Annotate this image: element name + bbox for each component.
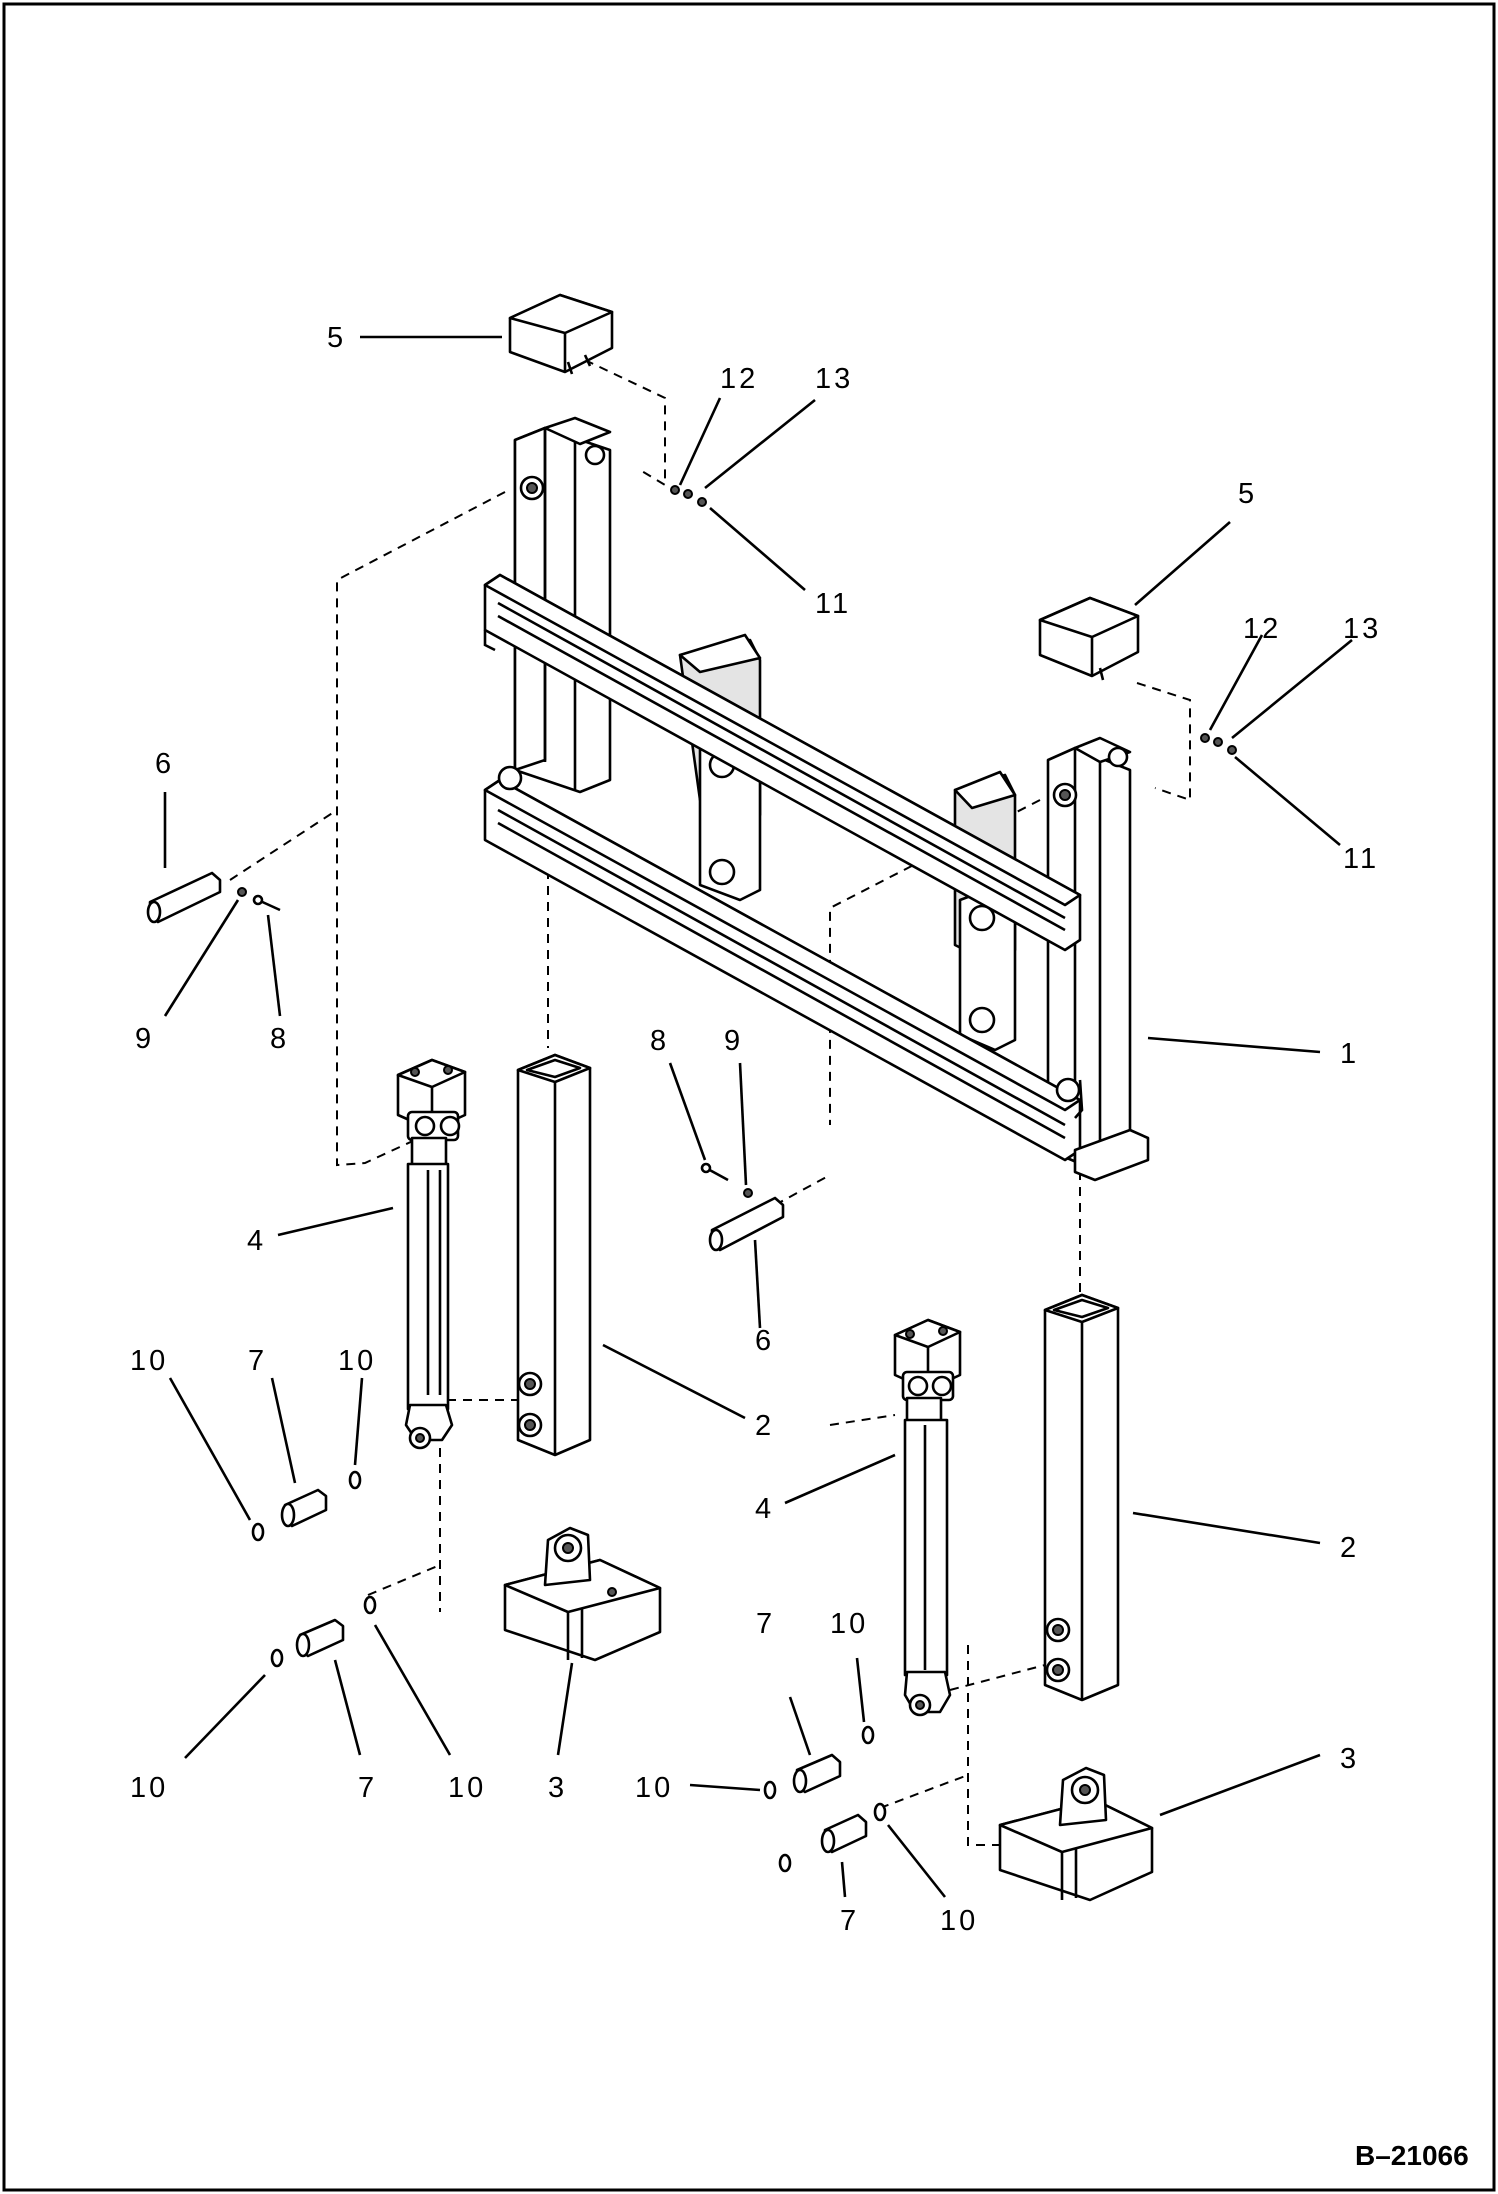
callout-7: 7 xyxy=(840,1905,859,1937)
washers-part-10 xyxy=(251,1470,887,1873)
foot-part-3-left xyxy=(503,1526,662,1662)
callout-leader-lines xyxy=(163,335,1353,1898)
figure-code: B–21066 xyxy=(1355,2140,1469,2171)
callout-13: 13 xyxy=(1343,613,1381,645)
callout-10: 10 xyxy=(940,1905,978,1937)
pin-part-6-center xyxy=(708,1196,785,1252)
callout-10: 10 xyxy=(130,1345,168,1377)
pin-part-6-left xyxy=(146,871,222,924)
callout-2: 2 xyxy=(1340,1532,1359,1564)
callout-3: 3 xyxy=(548,1772,567,1804)
callout-10: 10 xyxy=(830,1608,868,1640)
cap-part-5-left xyxy=(508,293,614,375)
callout-7: 7 xyxy=(358,1772,377,1804)
callout-3: 3 xyxy=(1340,1743,1359,1775)
callout-8: 8 xyxy=(650,1025,669,1057)
callout-4: 4 xyxy=(755,1493,774,1525)
callout-10: 10 xyxy=(448,1772,486,1804)
callout-12: 12 xyxy=(720,363,758,395)
tube-part-2-right xyxy=(1043,1293,1120,1702)
hardware-11-12-13-right xyxy=(1200,733,1237,755)
callout-5: 5 xyxy=(1238,478,1257,510)
hardware-11-12-13-left xyxy=(670,485,707,507)
callout-7: 7 xyxy=(248,1345,267,1377)
callout-9: 9 xyxy=(135,1023,154,1055)
key-part-8-center xyxy=(700,1162,729,1182)
callout-6: 6 xyxy=(755,1325,774,1357)
callout-12: 12 xyxy=(1243,613,1281,645)
callout-6: 6 xyxy=(155,748,174,780)
callout-labels: 5 12 13 11 5 12 13 11 6 9 8 1 8 9 4 6 10… xyxy=(130,322,1381,1937)
tube-part-2-left xyxy=(516,1053,592,1457)
callout-10: 10 xyxy=(635,1772,673,1804)
callout-10: 10 xyxy=(338,1345,376,1377)
cylinder-part-4-right xyxy=(893,1318,962,1717)
cap-part-5-right xyxy=(1038,596,1140,681)
cylinder-part-4-left xyxy=(396,1058,467,1450)
callout-9: 9 xyxy=(724,1025,743,1057)
callout-11: 11 xyxy=(1343,843,1379,875)
callout-2: 2 xyxy=(755,1410,774,1442)
foot-part-3-right xyxy=(998,1766,1154,1902)
pin-part-7-lower-right xyxy=(820,1813,868,1854)
washer-part-9-left xyxy=(237,887,247,897)
callout-10: 10 xyxy=(130,1772,168,1804)
callout-7: 7 xyxy=(756,1608,775,1640)
pin-part-7-lower-left xyxy=(295,1618,345,1658)
key-part-8-left xyxy=(252,894,281,912)
callout-11: 11 xyxy=(815,588,851,620)
callout-1: 1 xyxy=(1340,1038,1359,1070)
main-frame-part-1 xyxy=(483,416,1150,1182)
pin-part-7-upper-right xyxy=(792,1753,842,1794)
washer-part-9-center xyxy=(743,1188,753,1198)
callout-4: 4 xyxy=(247,1225,266,1257)
pin-part-7-upper-left xyxy=(280,1488,328,1528)
callout-8: 8 xyxy=(270,1023,289,1055)
callout-13: 13 xyxy=(815,363,853,395)
callout-5: 5 xyxy=(327,322,346,354)
